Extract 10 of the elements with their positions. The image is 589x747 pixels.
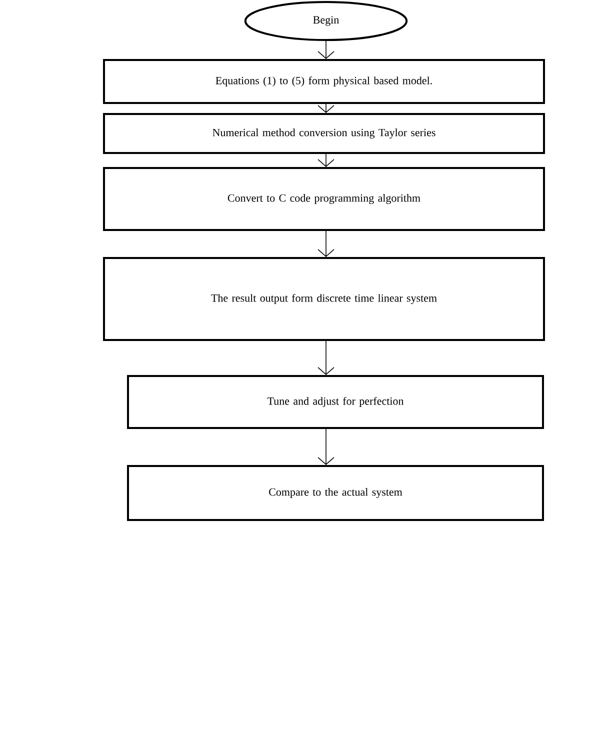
arrow [318, 340, 334, 375]
process-box: Numerical method conversion using Taylor series [103, 113, 545, 154]
process-box: Equations (1) to (5) form physical based model. [103, 59, 545, 104]
arrow [318, 230, 334, 257]
process-box: Compare to the actual system [127, 465, 544, 521]
arrow [318, 428, 334, 465]
process-box: Convert to C code programming algorithm [103, 167, 545, 231]
process-box: The result output form discrete time linear system [103, 257, 545, 341]
arrow [318, 40, 334, 59]
process-box: Tune and adjust for perfection [127, 375, 544, 429]
